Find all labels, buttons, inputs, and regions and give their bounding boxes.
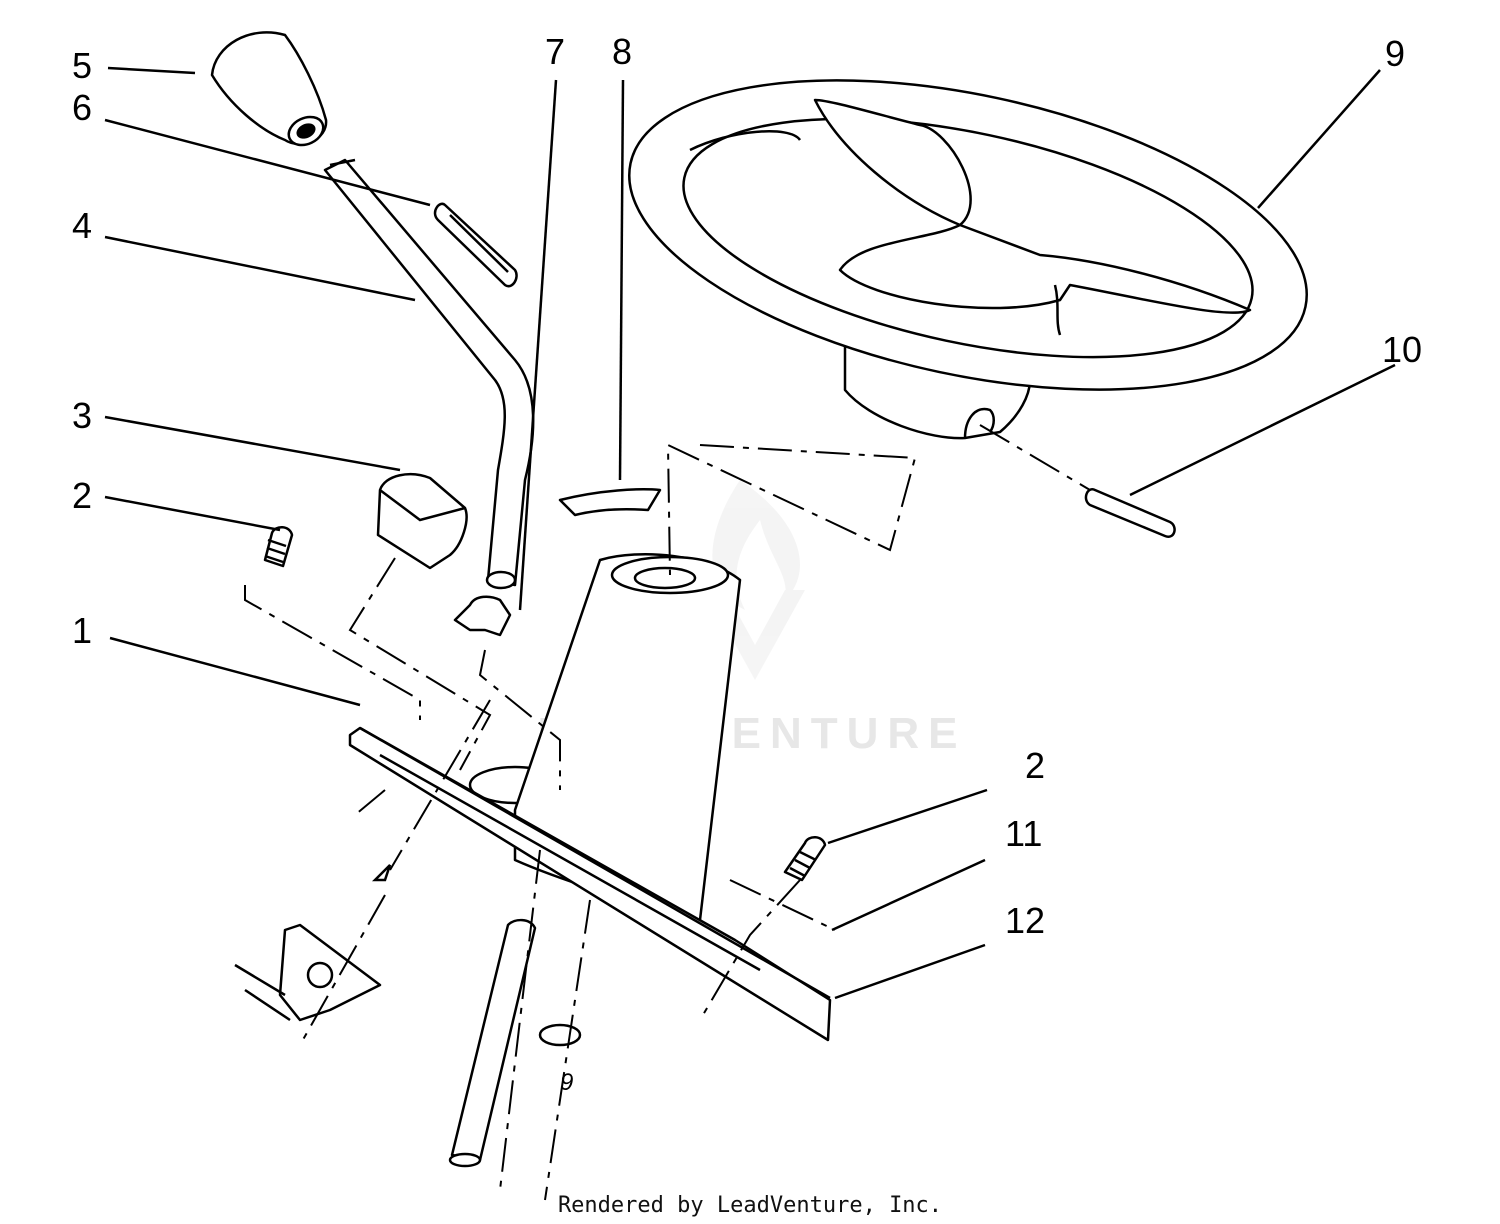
callout-8: 8 bbox=[612, 31, 632, 72]
steering-shaft bbox=[448, 918, 537, 1168]
footer-credit: Rendered by LeadVenture, Inc. bbox=[558, 1193, 942, 1218]
lever-grip bbox=[433, 202, 518, 288]
callout-6: 6 bbox=[72, 87, 92, 128]
leader-lines bbox=[104, 66, 1396, 1000]
callout-3: 3 bbox=[72, 395, 92, 436]
shaft-mark: 9 bbox=[560, 1069, 573, 1096]
callout-2-upper: 2 bbox=[72, 475, 92, 516]
callout-9: 9 bbox=[1385, 33, 1405, 74]
steering-column bbox=[468, 553, 742, 922]
callout-5: 5 bbox=[72, 45, 92, 86]
decal bbox=[558, 488, 662, 517]
callout-11: 11 bbox=[1005, 813, 1042, 854]
shift-knob bbox=[210, 31, 328, 147]
steering-wheel bbox=[628, 79, 1308, 440]
callout-12: 12 bbox=[1005, 900, 1045, 941]
lever-cap bbox=[376, 473, 468, 570]
callout-10: 10 bbox=[1382, 329, 1422, 370]
screw-upper bbox=[263, 526, 294, 568]
shift-lever bbox=[323, 158, 535, 590]
callout-2-lower: 2 bbox=[1025, 745, 1045, 786]
roll-pin bbox=[1084, 488, 1176, 538]
switch-assembly bbox=[234, 864, 392, 1022]
dash-panel bbox=[348, 726, 832, 1042]
alignment-lines bbox=[244, 424, 1091, 1201]
callout-4: 4 bbox=[72, 205, 92, 246]
lever-clip bbox=[453, 595, 512, 637]
callout-1: 1 bbox=[72, 610, 92, 651]
screw-lower bbox=[783, 836, 827, 882]
callout-7: 7 bbox=[545, 31, 565, 72]
shaft-end bbox=[538, 1023, 582, 1047]
